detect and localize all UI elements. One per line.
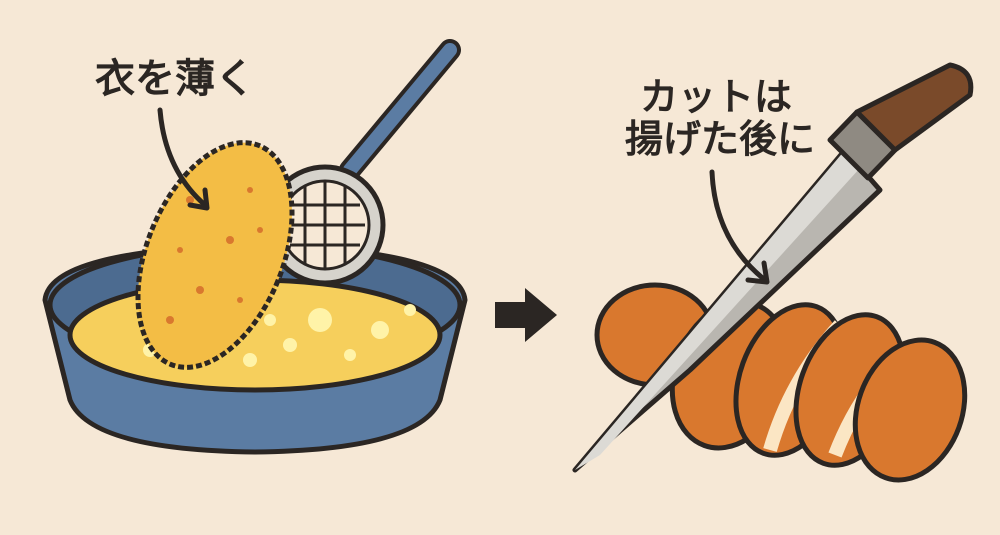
knife-icon (572, 62, 974, 473)
left-caption: 衣を薄く (95, 56, 255, 102)
right-caption-line2: 揚げた後に (625, 117, 815, 161)
cutlet-icon (135, 140, 295, 370)
right-caption-line1: カットは (640, 75, 792, 119)
curved-arrow-icon-right (709, 169, 768, 283)
curved-arrow-icon (157, 107, 208, 208)
arrow-right-icon (495, 288, 557, 342)
